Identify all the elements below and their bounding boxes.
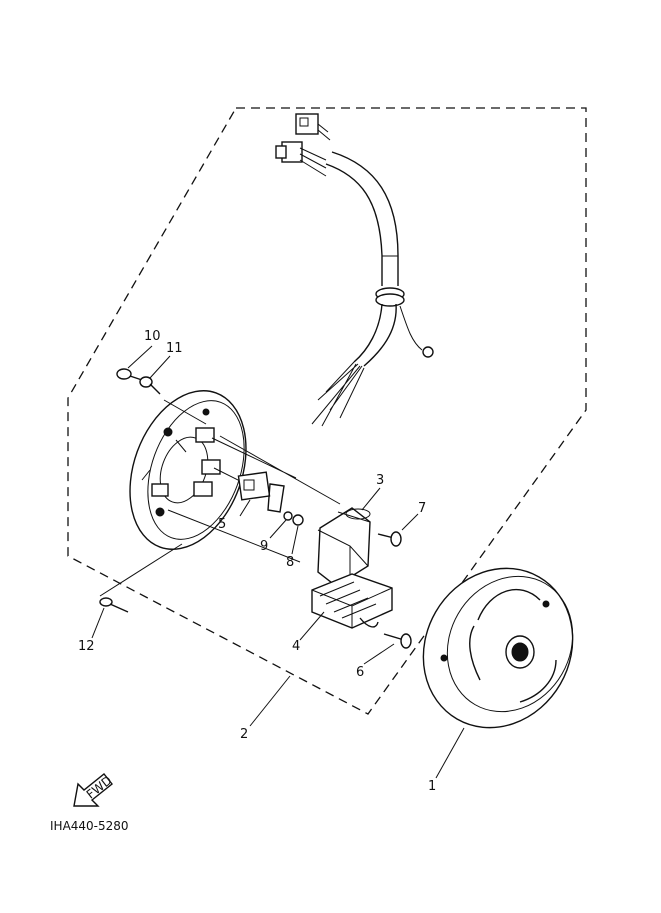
stator-plate xyxy=(129,390,247,550)
fwd-direction-arrow: FWD xyxy=(73,773,115,807)
screw-part-7 xyxy=(377,531,402,547)
callout-12: 12 xyxy=(78,639,95,654)
callout-7: 7 xyxy=(418,501,426,516)
callout-8: 8 xyxy=(286,555,294,570)
callout-2: 2 xyxy=(240,727,248,742)
pickup-coil-part-3 xyxy=(317,507,371,587)
contact-plate xyxy=(237,471,285,513)
callout-10: 10 xyxy=(144,329,161,344)
screw-part-6 xyxy=(383,633,412,649)
wiring-harness xyxy=(275,113,434,427)
fwd-label: FWD xyxy=(84,773,115,801)
callout-4: 4 xyxy=(292,639,300,654)
callout-11: 11 xyxy=(166,341,183,356)
callout-5: 5 xyxy=(218,517,226,532)
assembly-boundary-dashed xyxy=(67,107,587,715)
callout-9: 9 xyxy=(260,539,268,554)
washer-part-8 xyxy=(292,514,304,526)
callout-1: 1 xyxy=(428,779,436,794)
callout-6: 6 xyxy=(356,665,364,680)
pickup-coil-part-4 xyxy=(311,573,393,629)
diagram-code: IHA440-5280 xyxy=(50,819,129,833)
explode-axis-lines xyxy=(163,399,341,563)
callout-3: 3 xyxy=(376,473,384,488)
washer-part-9 xyxy=(283,511,293,521)
washer-part-11 xyxy=(139,376,161,395)
callout-leader-lines xyxy=(91,345,465,779)
screw-part-12 xyxy=(99,597,129,613)
rotor-flywheel xyxy=(422,567,574,729)
screw-part-10 xyxy=(116,368,143,381)
